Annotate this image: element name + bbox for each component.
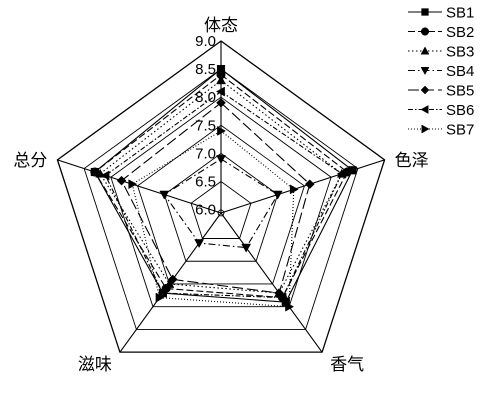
series-point-SB4-0 [216,155,226,165]
tick-label-9.0: 9.0 [195,33,216,50]
tick-label-6.0: 6.0 [195,202,216,219]
tick-label-6.5: 6.5 [195,173,216,190]
series-point-SB6-3 [157,288,167,298]
legend-label-SB4: SB4 [446,63,474,80]
series-point-SB4-1 [272,190,283,200]
legend-label-SB3: SB3 [446,44,474,61]
legend-marker-SB4 [420,67,430,76]
series-point-SB5-3 [167,274,178,285]
legend-marker-SB1 [421,8,429,16]
legend-label-SB5: SB5 [446,83,474,100]
legend-entry-SB1: SB1 [408,5,474,22]
axis-spoke-4 [57,159,222,214]
grid-ring-7.0 [163,152,279,262]
axis-label-1: 色泽 [395,151,429,171]
series-line-SB1 [94,68,354,303]
legend-entry-SB5: SB5 [408,83,474,100]
series-SB6 [100,86,346,303]
tick-label-7.5: 7.5 [195,117,216,134]
series-line-SB6 [104,90,343,299]
series-point-SB4-3 [194,239,205,249]
series-layer [90,65,357,312]
legend-entry-SB3: SB3 [408,44,474,61]
series-point-SB3-0 [216,75,226,85]
series-point-SB7-0 [217,125,227,136]
grid-ring-7.5 [137,124,305,285]
legend-marker-SB3 [420,46,430,55]
series-point-SB7-3 [155,292,165,303]
series-point-SB5-0 [216,97,226,108]
grid-ring-6.5 [190,180,252,239]
legend-entry-SB2: SB2 [408,24,474,41]
legend-entry-SB4: SB4 [408,63,474,80]
legend-label-SB2: SB2 [446,24,474,41]
axis-spoke-2 [220,212,323,353]
series-point-SB6-2 [277,292,287,303]
series-point-SB7-2 [285,301,295,312]
legend-entry-SB6: SB6 [408,102,474,119]
legend-marker-SB6 [420,105,429,114]
tick-label-8.5: 8.5 [195,61,216,78]
legend-label-SB7: SB7 [446,122,474,139]
series-point-SB6-1 [336,168,346,179]
series-point-SB5-1 [304,179,315,190]
legend-marker-SB2 [420,27,430,36]
legend-marker-SB5 [420,85,430,95]
grid-ring-8.0 [110,96,332,308]
series-line-SB7 [131,130,295,308]
axis-label-3: 滋味 [78,355,112,375]
legend-marker-SB7 [421,124,430,134]
legend-label-SB6: SB6 [446,102,474,119]
series-point-SB5-4 [116,175,127,186]
series-point-SB3-3 [164,278,175,288]
axis-label-0: 体态 [204,16,238,36]
series-SB4 [159,155,283,253]
grid-ring-8.5 [83,68,359,330]
series-SB5 [116,97,315,298]
series-point-SB4-4 [159,190,170,200]
series-point-SB6-0 [215,86,225,97]
series-point-SB7-4 [128,179,138,190]
series-line-SB2 [94,74,348,299]
tick-label-7.0: 7.0 [195,145,216,162]
series-line-SB4 [163,158,279,249]
legend-entry-SB7: SB7 [408,122,474,139]
series-line-SB3 [99,79,343,294]
tick-label-8.0: 8.0 [195,89,216,106]
series-line-SB5 [120,102,311,294]
series-SB7 [128,125,299,312]
axis-spoke-1 [220,159,385,214]
series-point-SB4-2 [241,243,252,253]
grid-layer [56,40,386,353]
axis-label-2: 香气 [330,355,364,375]
series-point-SB7-1 [289,184,299,195]
axis-label-4: 总分 [13,151,47,171]
grid-ring-9.0 [56,40,386,353]
series-point-SB6-4 [100,170,110,181]
legend-label-SB1: SB1 [446,5,474,22]
